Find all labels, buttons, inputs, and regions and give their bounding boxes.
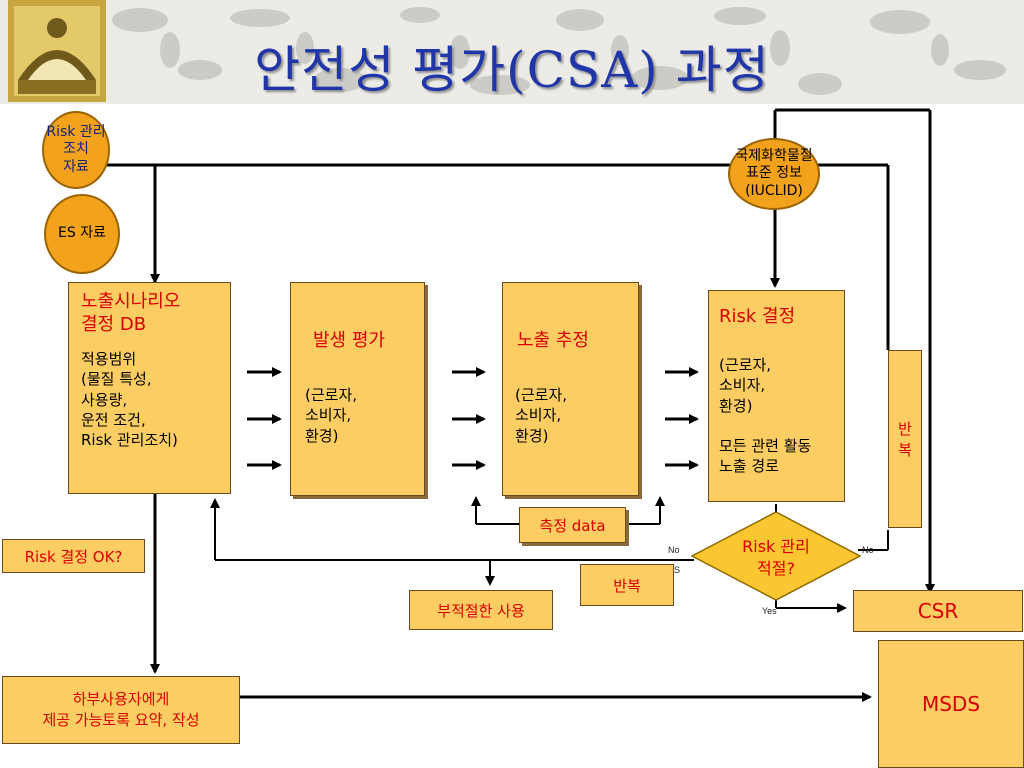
emission-assessment-title: 발생 평가 [313,330,385,351]
ornament-logo [8,0,106,102]
risk-characterization-title: Risk 결정 [719,306,796,327]
measurement-data-box: 측정 data [519,507,626,543]
exposure-scenario-box: 노출시나리오 결정 DB 적용범위 (물질 특성, 사용량, 운전 조건, Ri… [68,282,231,494]
emission-assessment-body: (근로자, 소비자, 환경) [305,386,358,445]
risk-management-decision-label: Risk 관리 적절? [742,537,810,578]
exposure-estimate-box: 노출 추정 (근로자, 소비자, 환경) [502,282,639,496]
iuclid-label: 국제화학물질 표준 정보 (IUCLID) [735,147,813,199]
no-right-label: No [862,545,874,555]
banner-pattern [0,0,1024,104]
downstream-user-summary-box: 하부사용자에게 제공 가능토록 요약, 작성 [2,676,240,744]
csr-box: CSR [853,590,1023,632]
msds-box: MSDS [878,640,1024,768]
es-data-node: ES 자료 [44,194,120,274]
repeat-side-box: 반 복 [888,350,922,528]
risk-characterization-body: (근로자, 소비자, 환경) 모든 관련 활동 노출 경로 [719,356,812,476]
no-left-label: No [668,545,680,555]
inappropriate-use-box: 부적절한 사용 [409,590,553,630]
exposure-scenario-title: 노출시나리오 결정 DB [81,291,181,335]
decorative-banner: 안전성 평가(CSA) 과정 [0,0,1024,104]
emission-assessment-box: 발생 평가 (근로자, 소비자, 환경) [290,282,425,496]
page-title: 안전성 평가(CSA) 과정 [254,41,770,99]
partial-s-label: S [674,565,681,575]
repeat-box: 반복 [580,564,674,606]
risk-characterization-box: Risk 결정 (근로자, 소비자, 환경) 모든 관련 활동 노출 경로 [708,290,845,502]
iuclid-node: 국제화학물질 표준 정보 (IUCLID) [728,138,820,210]
risk-measure-data-label: Risk 관리조치 자료 [46,123,106,175]
es-data-label: ES 자료 [58,225,106,242]
risk-ok-box: Risk 결정 OK? [2,539,145,573]
risk-management-decision [690,511,862,601]
risk-measure-data-node: Risk 관리조치 자료 [42,111,110,189]
exposure-scenario-body: 적용범위 (물질 특성, 사용량, 운전 조건, Risk 관리조치) [81,350,178,449]
exposure-estimate-title: 노출 추정 [517,330,589,351]
exposure-estimate-body: (근로자, 소비자, 환경) [515,386,568,445]
yes-label: Yes [762,606,777,616]
